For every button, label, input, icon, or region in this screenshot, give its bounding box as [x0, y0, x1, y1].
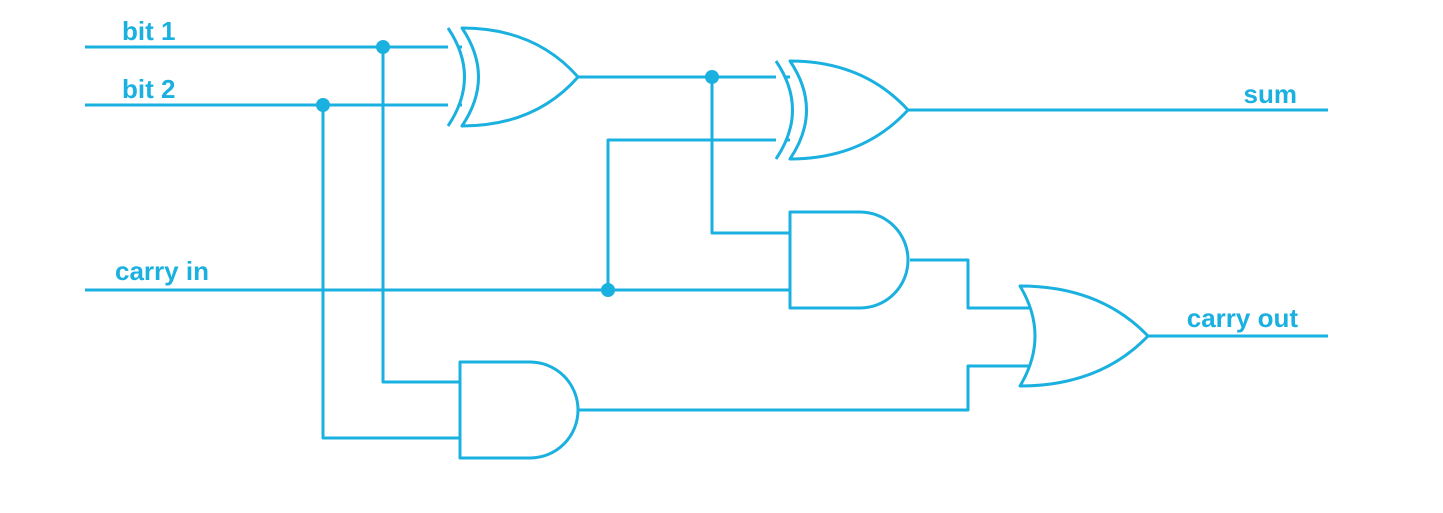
junction-bit1: [376, 40, 390, 54]
label-bit1: bit 1: [122, 16, 175, 46]
wire-and2-out: [578, 364, 1030, 412]
label-carry-out: carry out: [1187, 303, 1299, 333]
label-sum: sum: [1244, 79, 1297, 109]
or-gate: [1018, 284, 1150, 388]
xor-gate-1: [446, 26, 580, 128]
wire-bit1-to-and2: [381, 47, 462, 384]
wire-bit2-to-and2: [321, 105, 462, 440]
and-gate-1: [788, 210, 910, 310]
label-carry-in: carry in: [115, 256, 209, 286]
junction-bit2: [316, 98, 330, 112]
wire-xor1-to-and1: [710, 77, 790, 235]
xor-gate-2: [774, 59, 910, 161]
wire-and1-out: [910, 258, 1030, 310]
junction-carry-in: [601, 283, 615, 297]
and-gate-2: [458, 360, 580, 460]
wire-cin-to-xor2: [606, 138, 790, 290]
label-bit2: bit 2: [122, 74, 175, 104]
junction-xor1-out: [705, 70, 719, 84]
